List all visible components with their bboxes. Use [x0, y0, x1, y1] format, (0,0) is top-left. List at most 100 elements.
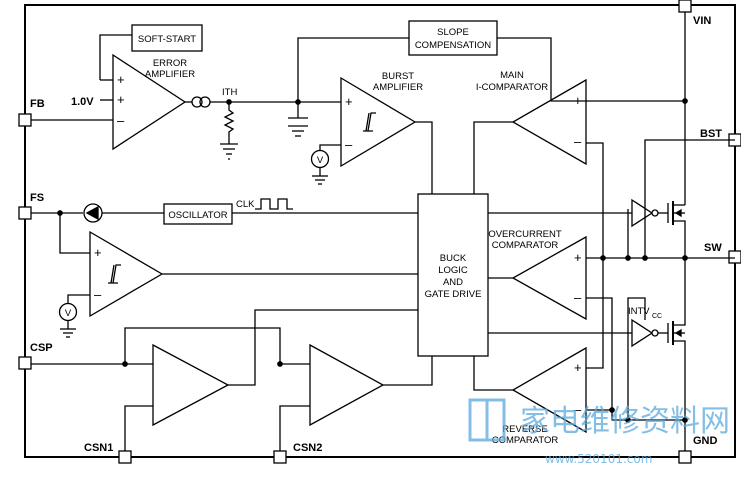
burst-ref-wire	[319, 144, 341, 150]
ea-plus-2: +	[117, 92, 125, 107]
error-amp-label-1: ERROR	[153, 58, 187, 69]
rev-node	[609, 407, 615, 413]
fs-hysteresis-icon-b	[110, 264, 118, 284]
top-driver	[631, 198, 654, 228]
pin-csn2-label: CSN2	[293, 442, 322, 454]
gnd-node	[682, 417, 688, 423]
overcurrent-label-2: COMPARATOR	[492, 240, 559, 251]
error-amplifier	[112, 53, 187, 151]
rev-plus-wire	[586, 258, 604, 369]
amp1-out-wire	[228, 309, 418, 386]
overcurrent-comparator	[511, 235, 587, 321]
intv-label: INTV	[628, 306, 650, 317]
slope-out-wire	[497, 37, 586, 102]
fs-vsource-label: V	[65, 308, 72, 319]
clk-label: CLK	[236, 199, 255, 210]
pin-fs-label: FS	[30, 192, 44, 204]
intv-node	[625, 417, 631, 423]
pin-bst-label: BST	[700, 128, 722, 140]
amp2-out-wire	[383, 356, 433, 386]
burst-amp-label-1: BURST	[382, 71, 414, 82]
buck-label-1: BUCK	[440, 253, 467, 264]
pin-sw	[728, 250, 741, 264]
pin-vin	[678, 0, 692, 13]
buck-label-4: GATE DRIVE	[425, 289, 482, 300]
soft-start-label: SOFT-START	[138, 34, 196, 45]
pin-csp-label: CSP	[30, 342, 53, 354]
clk-waveform-icon	[255, 198, 293, 210]
main-plus: +	[574, 93, 582, 108]
pin-csn2	[273, 450, 287, 464]
pin-sw-label: SW	[704, 242, 722, 254]
oc-minus: –	[574, 290, 582, 305]
slope-wire	[297, 37, 409, 102]
pin-csn1	[118, 450, 132, 464]
bst-wire	[644, 139, 735, 258]
watermark-text: 家电维修资料网	[520, 404, 730, 439]
main-minus: –	[574, 134, 582, 149]
burst-hysteresis-icon-b	[365, 112, 373, 132]
rev-minus: –	[574, 402, 582, 417]
fs-comparator	[89, 230, 164, 318]
pin-vin-label: VIN	[693, 15, 711, 27]
pin-gnd	[678, 450, 692, 464]
burst-vsource-label: V	[317, 155, 324, 166]
chip-outline	[24, 4, 736, 458]
intv-sub-label: CC	[652, 313, 662, 320]
vin-rail	[586, 12, 686, 102]
oc-plus: +	[574, 250, 582, 265]
fs-minus: –	[94, 287, 102, 302]
burst-minus: –	[345, 137, 353, 152]
fs-comp-plus-wire	[59, 213, 90, 254]
current-source-arrow	[85, 205, 99, 221]
top-fet-arrow	[674, 208, 682, 218]
rev-minus-wire	[586, 409, 685, 421]
csp-to-amp2	[124, 327, 310, 365]
rev-plus: +	[574, 360, 582, 375]
ith-resistor	[223, 102, 235, 144]
pin-csn1-label: CSN1	[84, 442, 113, 454]
csp-node-2	[277, 361, 283, 367]
buck-label-2: LOGIC	[438, 265, 468, 276]
bottom-driver	[631, 318, 654, 348]
fs-hysteresis-icon	[108, 264, 121, 284]
buck-label-3: AND	[443, 277, 463, 288]
buck-logic-block	[417, 193, 489, 357]
gm-circle-a	[191, 96, 203, 108]
oscillator-label: OSCILLATOR	[168, 210, 227, 221]
reverse-label-1: REVERSE	[502, 424, 547, 435]
csn1-sense-amplifier	[152, 343, 230, 427]
main-comp-minus-wire	[586, 142, 604, 258]
fs-vsource-icon	[58, 302, 78, 322]
soft-start-block	[131, 24, 203, 52]
burst-plus: +	[345, 94, 353, 109]
overcurrent-label-1: OVERCURRENT	[488, 229, 562, 240]
burst-hysteresis-icon	[363, 112, 376, 132]
oscillator-block	[163, 203, 233, 225]
intv-wire	[627, 297, 646, 420]
slope-label-2: COMPENSATION	[415, 40, 491, 51]
ea-plus-1: +	[117, 72, 125, 87]
watermark-logo-icon	[468, 398, 506, 442]
fs-comp-ref-wire	[67, 294, 90, 303]
pin-fb	[18, 113, 32, 127]
reverse-label-2: COMPARATOR	[492, 435, 559, 446]
bot-fet-arrow	[674, 328, 682, 338]
slope-compensation-block	[408, 20, 498, 56]
soft-start-wire	[99, 34, 132, 80]
reverse-comparator	[511, 346, 587, 434]
watermark-url: www.520101.com	[545, 452, 652, 466]
bottom-driver-bubble	[651, 329, 659, 337]
pin-csp	[18, 356, 32, 370]
top-driver-bubble	[651, 209, 659, 217]
main-comp-label-2: I-COMPARATOR	[476, 82, 548, 93]
fs-plus: +	[94, 245, 102, 260]
ea-minus: –	[117, 113, 125, 128]
top-fet-source	[673, 220, 686, 258]
burst-out-wire	[415, 121, 433, 194]
pin-fb-label: FB	[30, 98, 45, 110]
bot-fet-source	[673, 340, 686, 451]
pin-fs	[18, 206, 32, 220]
